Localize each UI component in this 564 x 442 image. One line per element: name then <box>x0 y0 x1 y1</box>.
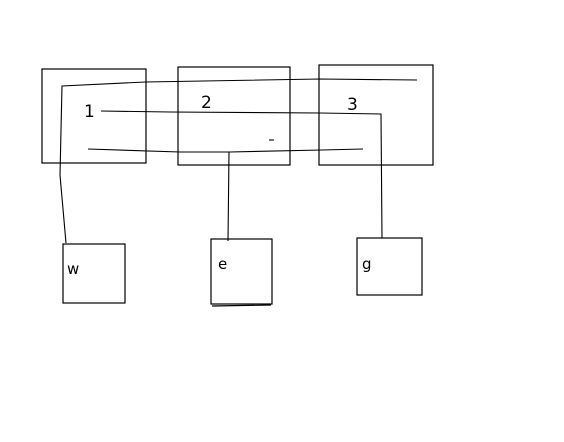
box-e <box>210 238 273 305</box>
wire-e-drop <box>227 151 230 242</box>
box-w <box>62 243 126 304</box>
box-3 <box>318 64 434 166</box>
box-g <box>356 237 423 296</box>
label-e: e <box>218 255 227 273</box>
box-2 <box>177 66 291 166</box>
label-g: g <box>362 255 372 273</box>
label-w: w <box>67 260 79 278</box>
label-3: 3 <box>347 95 358 115</box>
wire-g <box>100 110 383 239</box>
label-1: 1 <box>84 102 95 122</box>
label-2: 2 <box>201 93 212 113</box>
wire-w <box>59 78 418 244</box>
wire-e-horizontal <box>87 148 364 153</box>
box-e-bottom-stroke <box>211 304 272 307</box>
box-1 <box>41 68 147 164</box>
